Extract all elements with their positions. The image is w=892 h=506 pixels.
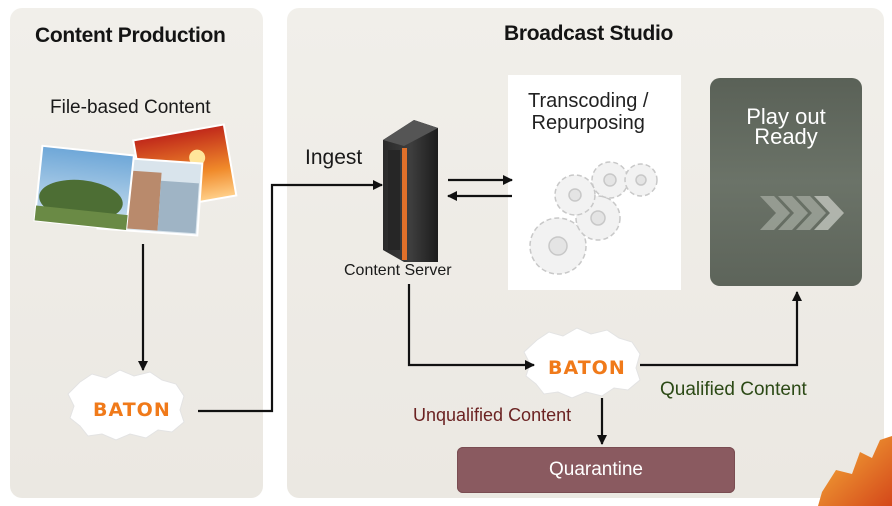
baton-label-2: BATON xyxy=(548,357,626,379)
transcoding-label: Transcoding / Repurposing xyxy=(528,90,648,134)
unqualified-content-label: Unqualified Content xyxy=(413,405,572,425)
content-server-label: Content Server xyxy=(344,262,452,279)
baton-badge-2 xyxy=(523,327,641,399)
flow-arrows xyxy=(138,175,802,445)
photo-stack-icon xyxy=(33,123,238,237)
playout-box xyxy=(710,78,862,286)
file-based-content-label: File-based Content xyxy=(50,97,211,118)
autumn-leaf-icon xyxy=(818,436,892,506)
playout-line: Play out xyxy=(746,104,826,129)
transcoding-line: Transcoding / xyxy=(528,90,649,112)
baton-badge-1 xyxy=(67,369,185,441)
repurposing-line: Repurposing xyxy=(531,112,645,134)
server-tower-icon xyxy=(383,120,438,262)
ready-line: Ready xyxy=(754,124,818,149)
gears-icon xyxy=(529,161,658,275)
chevrons-icon xyxy=(760,196,844,230)
content-production-title: Content Production xyxy=(35,24,226,47)
playout-label: Play out Ready xyxy=(710,104,862,149)
ingest-label: Ingest xyxy=(305,146,363,169)
baton-label-1: BATON xyxy=(93,399,171,421)
quarantine-label: Quarantine xyxy=(548,459,643,480)
qualified-content-label: Qualified Content xyxy=(660,379,807,400)
quarantine-box xyxy=(457,447,735,493)
broadcast-studio-title: Broadcast Studio xyxy=(504,22,674,45)
